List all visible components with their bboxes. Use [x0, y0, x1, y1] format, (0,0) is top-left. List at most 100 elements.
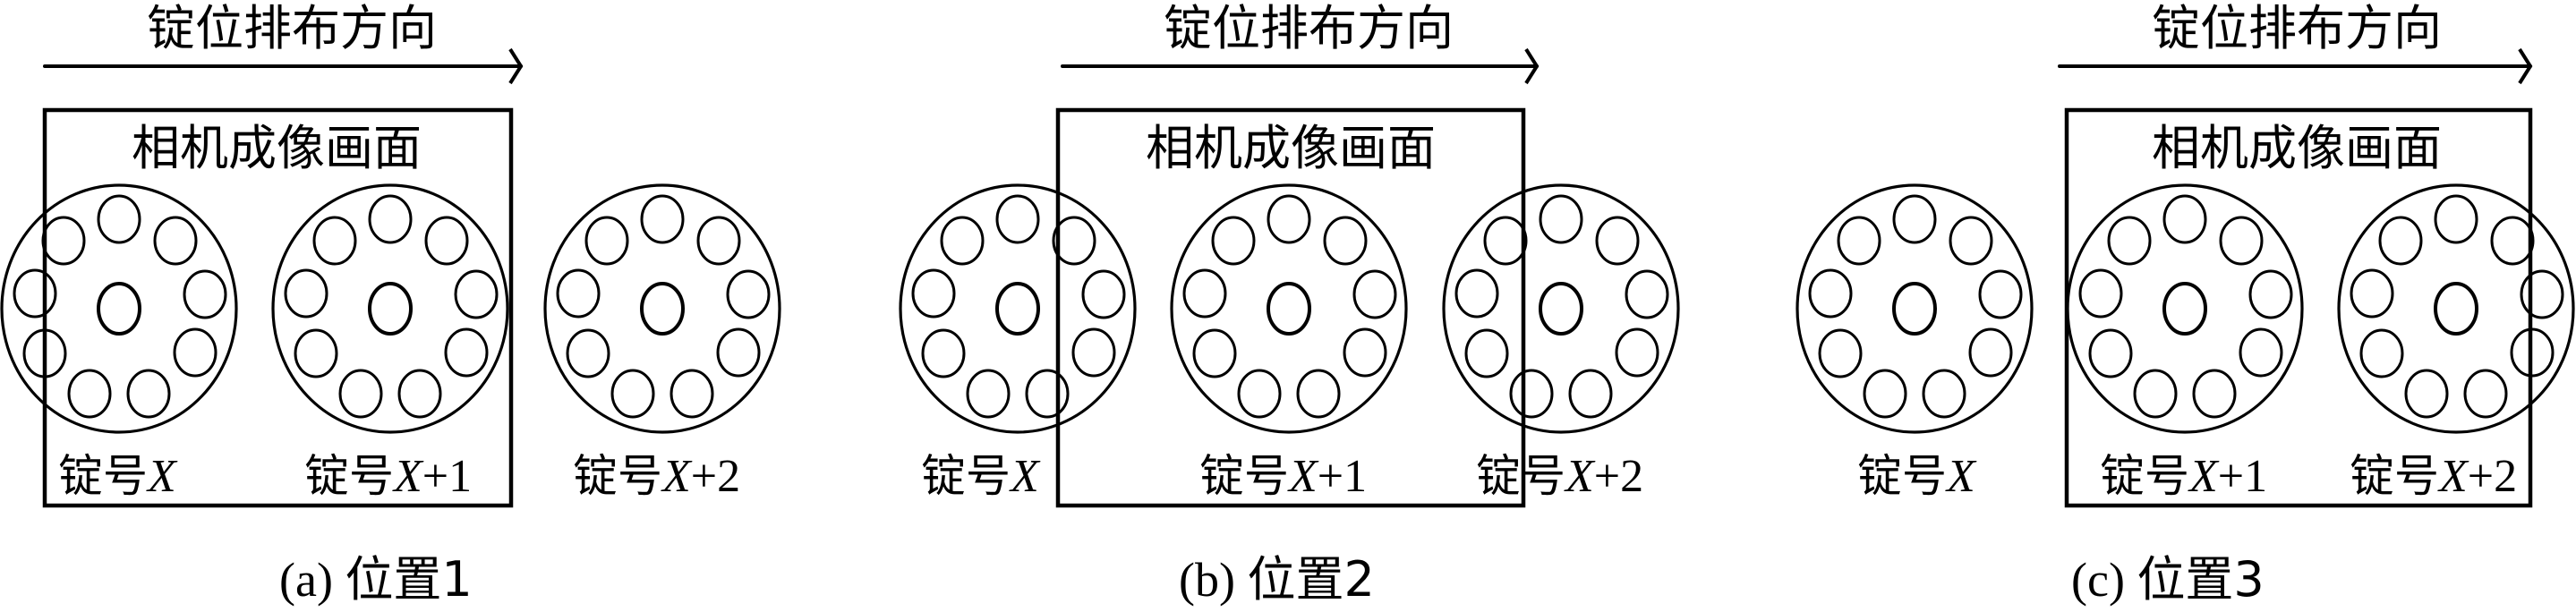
panel-caption-letter: (c) [2071, 553, 2137, 607]
spindle-label: 锭号X [1857, 450, 1977, 502]
spindle-hole [1949, 216, 1993, 266]
spindle-center-hole [1892, 282, 1937, 336]
spindle-hole [1081, 269, 1126, 319]
spindle-label: 锭号X+1 [1199, 450, 1367, 502]
spindle-hole [1892, 194, 1937, 244]
spindle-hole [610, 369, 655, 419]
spindle-disc [2066, 183, 2304, 434]
spindle-hole [2378, 216, 2423, 266]
spindle-label-variable: X [1564, 451, 1596, 502]
spindle-hole [1539, 194, 1583, 244]
spindle-hole [2520, 269, 2564, 319]
spindle-hole [1071, 327, 1116, 378]
panel-caption: (a) 位置1 [279, 551, 473, 608]
panel-caption-letter: (a) [279, 553, 345, 607]
spindle-label: 锭号X+2 [573, 450, 740, 502]
spindle-label-prefix: 锭号 [58, 450, 148, 502]
spindle-label-suffix: +2 [2468, 451, 2517, 502]
spindle-label-suffix: +2 [1594, 451, 1643, 502]
spindle-hole [2162, 194, 2207, 244]
spindle-1: 锭号X [0, 183, 238, 502]
spindle-disc [543, 183, 781, 434]
spindle-hole [1192, 328, 1237, 378]
spindle-hole [397, 369, 442, 419]
spindle-label: 锭号X [58, 450, 178, 502]
spindle-label-variable: X [146, 451, 178, 502]
spindle-hole [726, 269, 771, 319]
spindle-hole [1267, 194, 1311, 244]
spindle-center-hole [97, 282, 141, 336]
spindle-label-prefix: 锭号 [921, 450, 1011, 502]
spindle-hole [1211, 216, 1256, 266]
spindle-hole [368, 194, 413, 244]
panel-caption: (c) 位置3 [2071, 551, 2265, 608]
spindle-label: 锭号X+2 [2350, 450, 2517, 502]
direction-label: 锭位排布方向 [1164, 0, 1454, 56]
spindle-hole [424, 216, 469, 266]
spindle-hole [2434, 194, 2478, 244]
spindle-hole [338, 369, 383, 419]
spindle-hole [2078, 268, 2123, 319]
spindle-hole [1808, 268, 1853, 319]
spindle-label-prefix: 锭号 [2100, 450, 2189, 502]
spindle-label-variable: X [661, 451, 693, 502]
spindle-hole [2088, 328, 2133, 378]
panel-caption-text: 位置2 [1247, 551, 1374, 608]
spindle-hole [2359, 328, 2404, 378]
spindle-hole [1052, 216, 1096, 266]
spindle-center-hole [2162, 282, 2207, 336]
spindle-disc [1796, 183, 2034, 434]
spindle-label-variable: X [1945, 451, 1977, 502]
spindle-hole [940, 216, 985, 266]
panel-caption: (b) 位置2 [1179, 551, 1375, 608]
spindle-hole [1323, 216, 1368, 266]
spindle-label: 锭号X+2 [1476, 450, 1643, 502]
spindle-disc [2337, 183, 2575, 434]
spindle-disc [0, 183, 238, 434]
spindle-1: 锭号X [899, 183, 1137, 502]
spindle-hole [1595, 216, 1640, 266]
spindle-hole [640, 194, 685, 244]
spindle-1: 锭号X [1796, 183, 2034, 502]
spindle-hole [1454, 268, 1499, 319]
spindle-label-variable: X [2188, 451, 2220, 502]
spindle-hole [2133, 369, 2178, 419]
spindle-hole [1483, 216, 1528, 266]
spindle-hole [1509, 369, 1554, 419]
spindle-hole [1182, 268, 1227, 319]
spindle-hole [1968, 327, 2013, 378]
spindle-center-hole [1539, 282, 1583, 336]
spindle-hole [13, 268, 57, 319]
spindle-label-prefix: 锭号 [304, 450, 394, 502]
spindle-label: 锭号X+1 [2100, 450, 2267, 502]
spindle-disc [1170, 183, 1408, 434]
spindle-3: 锭号X+2 [543, 183, 781, 502]
spindle-center-hole [1267, 282, 1311, 336]
spindle-hole [312, 216, 357, 266]
spindle-label-suffix: +1 [2218, 451, 2267, 502]
spindle-hole [1464, 328, 1509, 378]
spindle-hole [966, 369, 1011, 419]
spindle-hole [1837, 216, 1881, 266]
spindle-hole [584, 216, 629, 266]
spindle-hole [716, 327, 761, 378]
spindle-disc [1442, 183, 1680, 434]
spindle-hole [2192, 369, 2237, 419]
spindle-hole [921, 328, 966, 378]
camera-frame-label: 相机成像画面 [132, 120, 422, 176]
spindle-center-hole [640, 282, 685, 336]
camera-frame-label: 相机成像画面 [1146, 120, 1436, 176]
spindle-hole [126, 369, 171, 419]
spindle-hole [1818, 328, 1863, 378]
spindle-2: 锭号X+1 [271, 183, 509, 502]
spindle-hole [2239, 327, 2283, 378]
spindle-label-prefix: 锭号 [573, 450, 662, 502]
spindle-hole [2219, 216, 2264, 266]
spindle-hole [454, 269, 499, 319]
spindle-hole [1978, 269, 2023, 319]
spindle-label-prefix: 锭号 [1857, 450, 1947, 502]
